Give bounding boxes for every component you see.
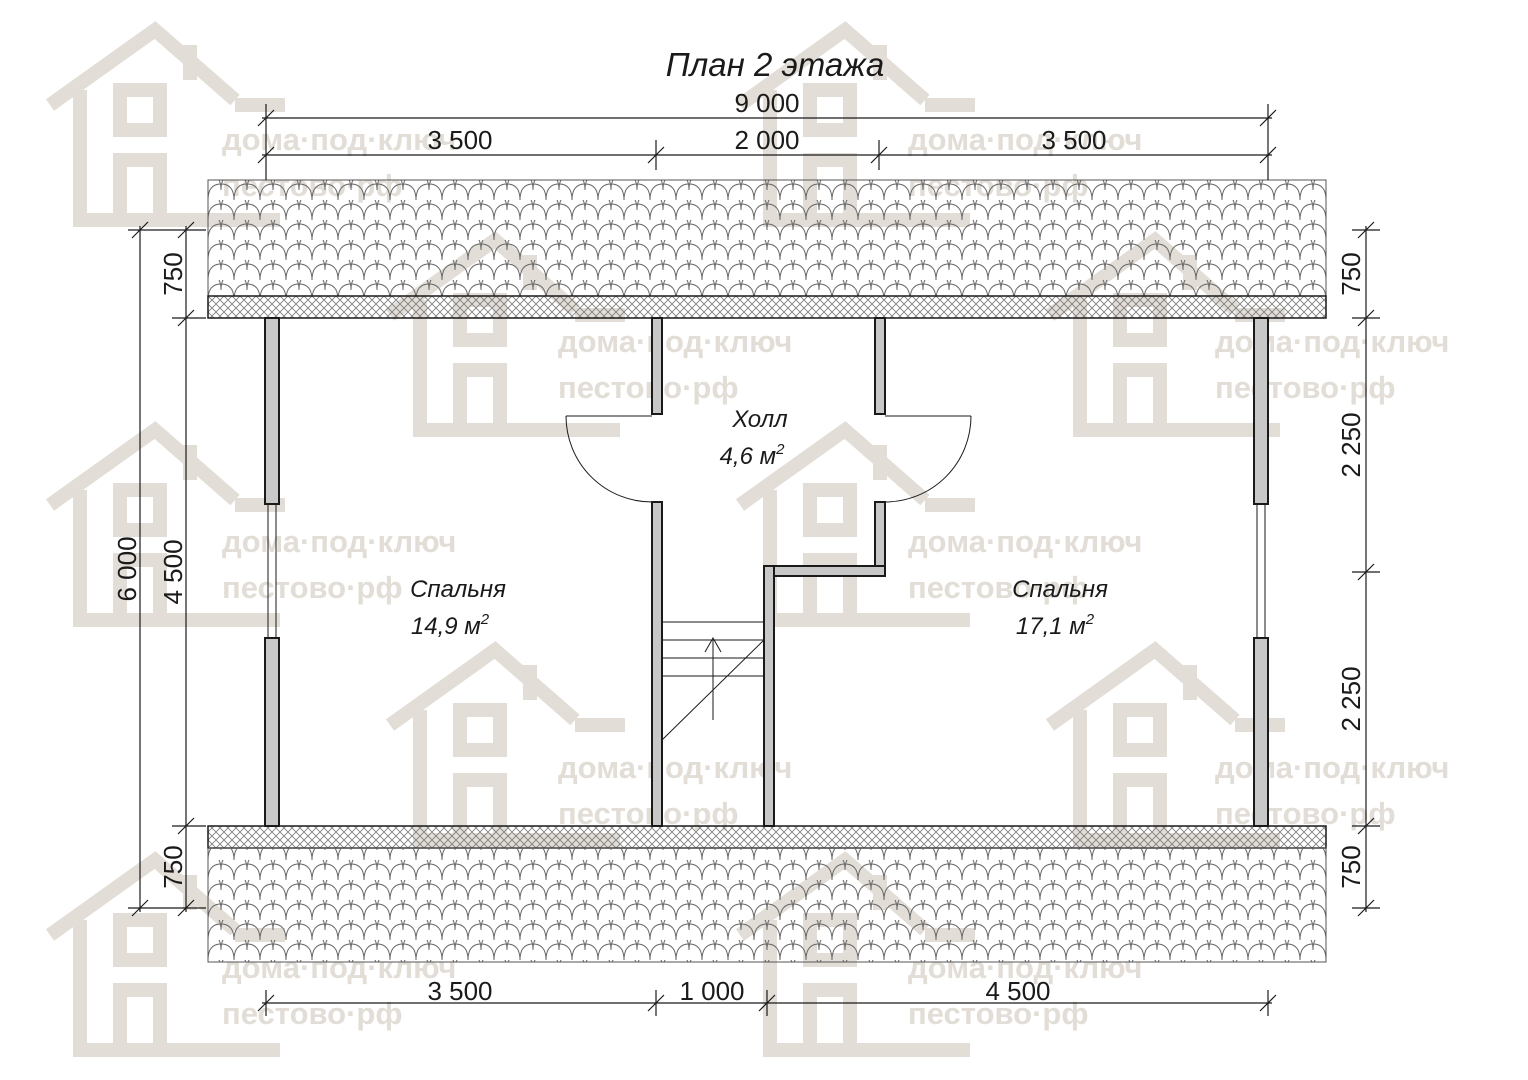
walls (264, 317, 1269, 827)
dim-bottom-middle: 1 000 (679, 976, 744, 1006)
partition-right-top (874, 317, 886, 415)
roof-tiles-top (207, 179, 1327, 297)
dim-left-bottom-overhang: 750 (158, 845, 188, 888)
watermark-text-line2: пестово·рф (222, 996, 402, 1031)
dim-left-inner: 4 500 (158, 539, 188, 604)
dim-top-total: 9 000 (734, 88, 799, 118)
doors (565, 415, 972, 503)
dim-bottom-right: 4 500 (985, 976, 1050, 1006)
room-bedroom-right-name: Спальня (1012, 576, 1108, 603)
room-bedroom-left-name: Спальня (410, 576, 506, 603)
watermark-text-line1: дома·под·ключ (222, 524, 456, 559)
wall-left-lower (264, 637, 280, 827)
wall-right-upper (1253, 317, 1269, 505)
room-bedroom-left-area: 14,9 м2 (411, 611, 490, 640)
watermark-text-line1: дома·под·ключ (222, 122, 456, 157)
dim-top-middle: 2 000 (734, 125, 799, 155)
partition-right-mid (874, 501, 886, 577)
watermark-house-icon (45, 851, 285, 1057)
watermark-text-line2: пестово·рф (1215, 370, 1395, 405)
dim-left-total: 6 000 (112, 536, 142, 601)
dim-bottom-left: 3 500 (427, 976, 492, 1006)
partition-step (763, 565, 886, 577)
watermark-text-line1: дома·под·ключ (908, 122, 1142, 157)
dim-top-right: 3 500 (1041, 125, 1106, 155)
watermark-text-line1: дома·под·ключ (1215, 750, 1449, 785)
watermark-text-line1: дома·под·ключ (908, 524, 1142, 559)
roof-tiles-bottom (207, 847, 1327, 963)
watermark-text-line2: пестово·рф (558, 796, 738, 831)
watermark-house-icon (45, 21, 285, 227)
dim-right-top-overhang: 750 (1336, 252, 1366, 295)
dim-right-upper: 2 250 (1336, 412, 1366, 477)
watermark-text-line1: дома·под·ключ (558, 324, 792, 359)
dim-right-lower: 2 250 (1336, 666, 1366, 731)
dim-top-left: 3 500 (427, 125, 492, 155)
plan-title: План 2 этажа (666, 46, 884, 83)
partition-stair-right (763, 565, 775, 827)
watermark-text-line1: дома·под·ключ (1215, 324, 1449, 359)
partition-left-bottom (651, 501, 663, 827)
wall-right-lower (1253, 637, 1269, 827)
watermark-text-line2: пестово·рф (908, 996, 1088, 1031)
watermark-text-line2: пестово·рф (908, 570, 1088, 605)
wall-left-upper (264, 317, 280, 505)
roof-eave-bottom (207, 825, 1327, 849)
partition-left-top (651, 317, 663, 415)
watermark-text-line2: пестово·рф (558, 370, 738, 405)
room-bedroom-right-area: 17,1 м2 (1016, 611, 1095, 640)
stairs (661, 621, 765, 741)
windows (267, 504, 1266, 638)
roof-eave-top (207, 295, 1327, 319)
dim-right-bottom-overhang: 750 (1336, 845, 1366, 888)
dim-left-top-overhang: 750 (158, 252, 188, 295)
room-hall-area: 4,6 м2 (720, 441, 785, 470)
dimension-lines (128, 104, 1380, 1016)
watermark-text-line2: пестово·рф (222, 570, 402, 605)
watermark-text-line1: дома·под·ключ (558, 750, 792, 785)
room-hall-name: Холл (731, 406, 788, 433)
